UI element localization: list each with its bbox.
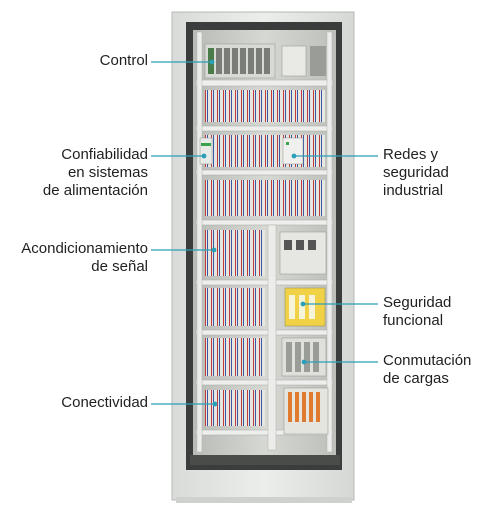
control-modules (204, 43, 326, 79)
label-conmutacion: Conmutación de cargas (383, 352, 472, 387)
right-modules (279, 231, 329, 435)
din-rails (195, 79, 334, 436)
terminal-blocks (205, 90, 325, 426)
wire-ducts (196, 31, 333, 453)
label-acondicionamiento: Acondicionamiento de señal (21, 240, 148, 275)
label-redes: Redes y seguridad industrial (383, 146, 449, 199)
label-conectividad: Conectividad (61, 394, 148, 411)
leader-lines (151, 59, 378, 407)
label-seguridad: Seguridad funcional (383, 294, 452, 329)
label-confiabilidad: Confiabilidad en sistemas de alimentació… (42, 146, 148, 199)
label-control: Control (99, 52, 148, 69)
